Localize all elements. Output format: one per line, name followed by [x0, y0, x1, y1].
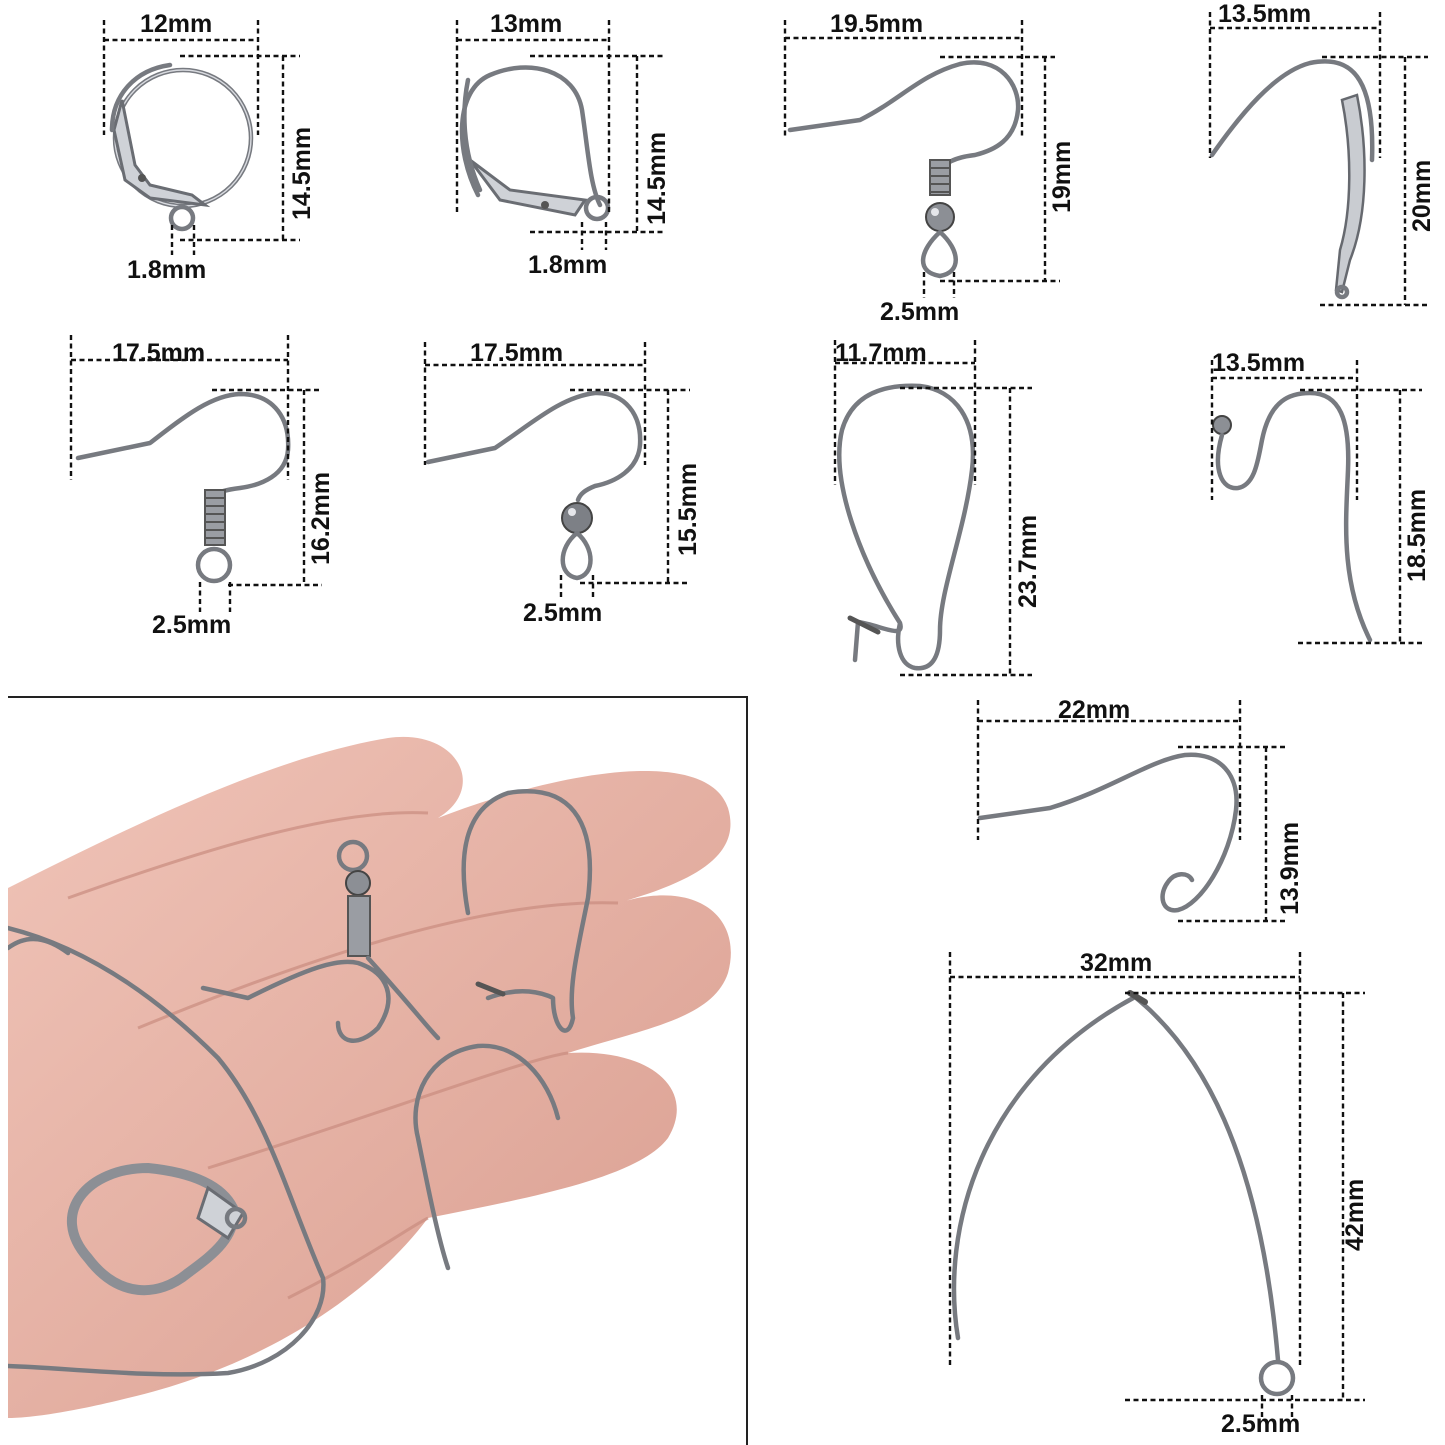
ball-end-hook-dims	[1210, 360, 1422, 645]
fish-hook-ball-loop-label: 2.5mm	[523, 599, 603, 627]
v-marquise-wire-dims	[948, 952, 1365, 1420]
product-photo	[8, 696, 748, 1445]
v-marquise-wire-drawing	[951, 990, 1296, 1397]
fish-hook-coil-dims	[69, 335, 322, 612]
wrapped-flat-hook-height-label: 20mm	[1408, 159, 1436, 232]
ball-end-hook-height-label: 18.5mm	[1403, 488, 1431, 582]
leverback-oval-drawing	[459, 65, 611, 222]
fish-hook-ball-coil-height-label: 19mm	[1048, 140, 1076, 213]
fish-hook-ball-width-label: 17.5mm	[470, 339, 564, 367]
french-hook-height-label: 13.9mm	[1276, 821, 1304, 915]
fish-hook-coil-height-label: 16.2mm	[307, 471, 335, 565]
wrapped-flat-hook-dims	[1208, 12, 1428, 307]
wrapped-flat-hook-width-label: 13.5mm	[1218, 0, 1312, 28]
leverback-oval-width-label: 13mm	[490, 10, 563, 38]
hand-shape	[8, 736, 731, 1418]
fish-hook-ball-dims	[423, 342, 690, 600]
kidney-wire-width-label: 11.7mm	[835, 339, 927, 367]
fish-hook-ball-height-label: 15.5mm	[674, 462, 702, 556]
leverback-oval-loop-label: 1.8mm	[528, 251, 608, 279]
fish-hook-ball-coil-width-label: 19.5mm	[830, 10, 924, 38]
kidney-wire-drawing	[837, 383, 976, 671]
leverback-round-loop-label: 1.8mm	[127, 256, 207, 284]
fish-hook-ball-coil-loop-label: 2.5mm	[880, 298, 960, 326]
kidney-wire-dims	[833, 340, 1032, 677]
fish-hook-ball-coil-drawing	[787, 60, 1021, 279]
fish-hook-coil-loop-label: 2.5mm	[152, 611, 232, 639]
leverback-round-width-label: 12mm	[140, 10, 213, 38]
french-hook-width-label: 22mm	[1058, 696, 1131, 724]
fish-hook-coil-width-label: 17.5mm	[112, 339, 206, 367]
leverback-oval-dims	[455, 20, 665, 250]
v-marquise-wire-width-label: 32mm	[1080, 949, 1153, 977]
ball-end-hook-drawing	[1212, 390, 1373, 643]
leverback-round-drawing	[109, 62, 254, 232]
v-marquise-wire-loop-label: 2.5mm	[1221, 1410, 1301, 1438]
leverback-round-height-label: 14.5mm	[288, 126, 316, 220]
kidney-wire-height-label: 23.7mm	[1014, 514, 1042, 608]
v-marquise-wire-height-label: 42mm	[1341, 1178, 1369, 1251]
ball-end-hook-width-label: 13.5mm	[1212, 349, 1306, 377]
french-hook-dims	[976, 700, 1288, 923]
wrapped-flat-hook-drawing	[1209, 59, 1375, 300]
fish-hook-ball-drawing	[425, 390, 643, 581]
leverback-oval-height-label: 14.5mm	[643, 131, 671, 225]
french-hook-drawing	[977, 752, 1239, 913]
leverback-round-dims	[102, 20, 300, 255]
hand-illustration	[8, 698, 746, 1445]
fish-hook-ball-coil-dims	[783, 20, 1060, 298]
fish-hook-coil-drawing	[75, 391, 291, 584]
